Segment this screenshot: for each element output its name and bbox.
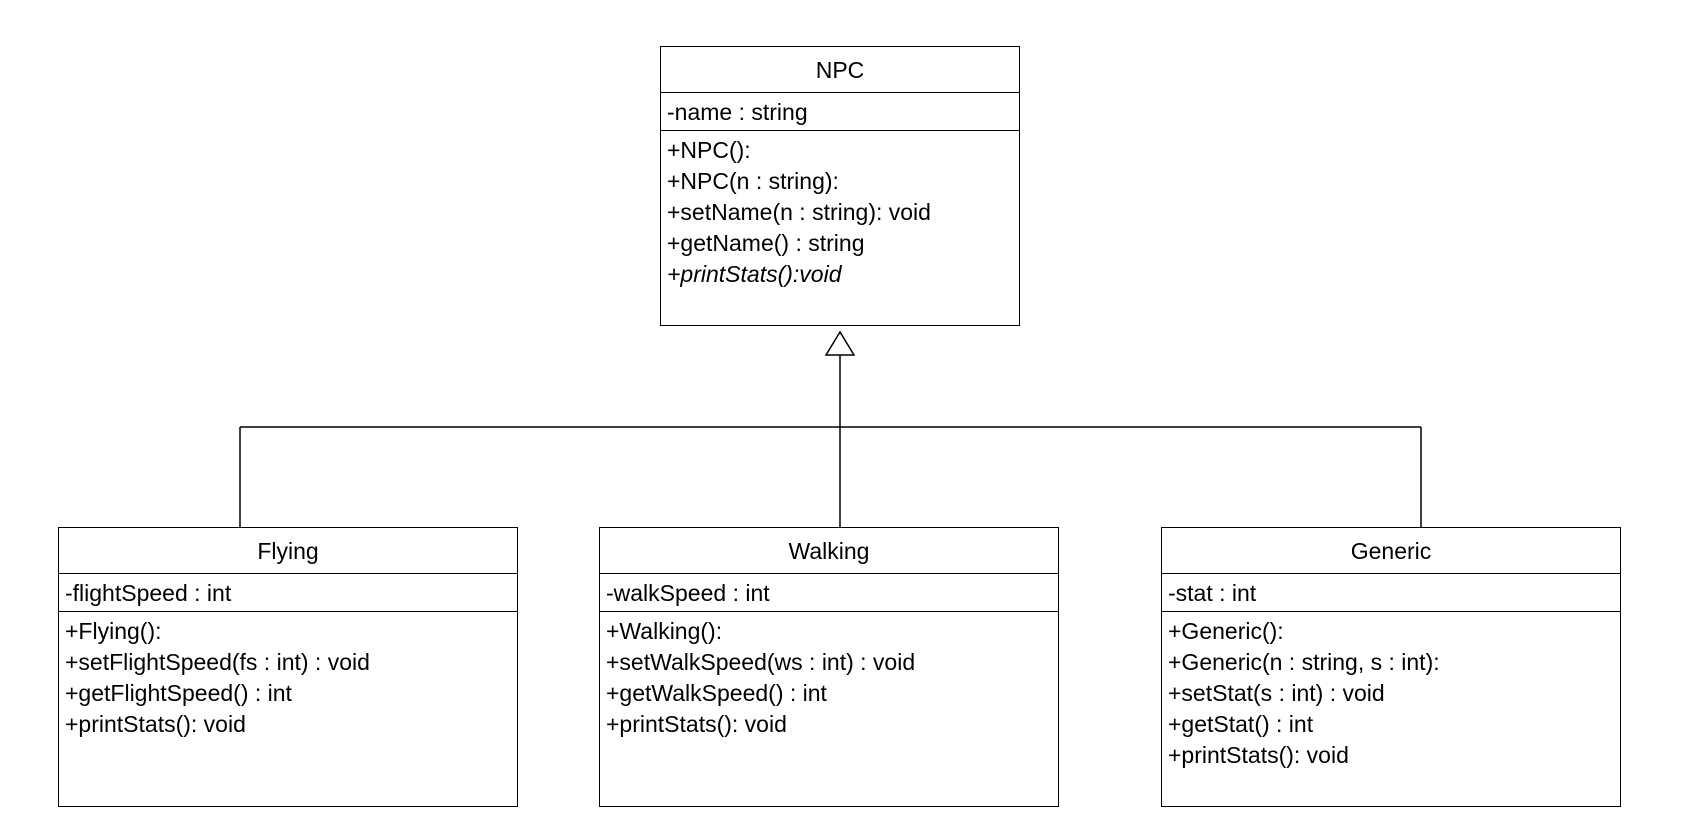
class-box-generic: Generic -stat : int +Generic(): +Generic… bbox=[1161, 527, 1621, 807]
operation: +printStats(): void bbox=[65, 711, 246, 737]
class-name: Generic bbox=[1162, 528, 1620, 574]
attribute: -stat : int bbox=[1168, 580, 1257, 606]
operation-section: +Generic(): +Generic(n : string, s : int… bbox=[1162, 612, 1620, 771]
abstract-operation: +printStats():void bbox=[667, 261, 842, 287]
class-box-npc: NPC -name : string +NPC(): +NPC(n : stri… bbox=[660, 46, 1020, 326]
attribute-section: -name : string bbox=[661, 93, 1019, 131]
class-box-walking: Walking -walkSpeed : int +Walking(): +se… bbox=[599, 527, 1059, 807]
attribute: -name : string bbox=[667, 99, 808, 125]
operation: +NPC(n : string): bbox=[667, 168, 839, 194]
operation: +Walking(): bbox=[606, 618, 723, 644]
operation-section: +Flying(): +setFlightSpeed(fs : int) : v… bbox=[59, 612, 517, 740]
operation: +Generic(): bbox=[1168, 618, 1284, 644]
class-box-flying: Flying -flightSpeed : int +Flying(): +se… bbox=[58, 527, 518, 807]
class-name: NPC bbox=[661, 47, 1019, 93]
operation: +Generic(n : string, s : int): bbox=[1168, 649, 1440, 675]
operation-section: +NPC(): +NPC(n : string): +setName(n : s… bbox=[661, 131, 1019, 290]
operation: +getFlightSpeed() : int bbox=[65, 680, 292, 706]
operation: +getName() : string bbox=[667, 230, 865, 256]
attribute: -walkSpeed : int bbox=[606, 580, 770, 606]
class-name: Walking bbox=[600, 528, 1058, 574]
attribute-section: -stat : int bbox=[1162, 574, 1620, 612]
attribute: -flightSpeed : int bbox=[65, 580, 232, 606]
attribute-section: -walkSpeed : int bbox=[600, 574, 1058, 612]
generalization-arrowhead bbox=[824, 330, 856, 356]
operation: +setName(n : string): void bbox=[667, 199, 931, 225]
operation: +NPC(): bbox=[667, 137, 751, 163]
operation: +Flying(): bbox=[65, 618, 162, 644]
operation: +setStat(s : int) : void bbox=[1168, 680, 1385, 706]
operation: +setFlightSpeed(fs : int) : void bbox=[65, 649, 370, 675]
operation: +printStats(): void bbox=[606, 711, 787, 737]
operation: +printStats(): void bbox=[1168, 742, 1349, 768]
class-name: Flying bbox=[59, 528, 517, 574]
attribute-section: -flightSpeed : int bbox=[59, 574, 517, 612]
operation: +getStat() : int bbox=[1168, 711, 1314, 737]
operation-section: +Walking(): +setWalkSpeed(ws : int) : vo… bbox=[600, 612, 1058, 740]
operation: +getWalkSpeed() : int bbox=[606, 680, 827, 706]
operation: +setWalkSpeed(ws : int) : void bbox=[606, 649, 916, 675]
